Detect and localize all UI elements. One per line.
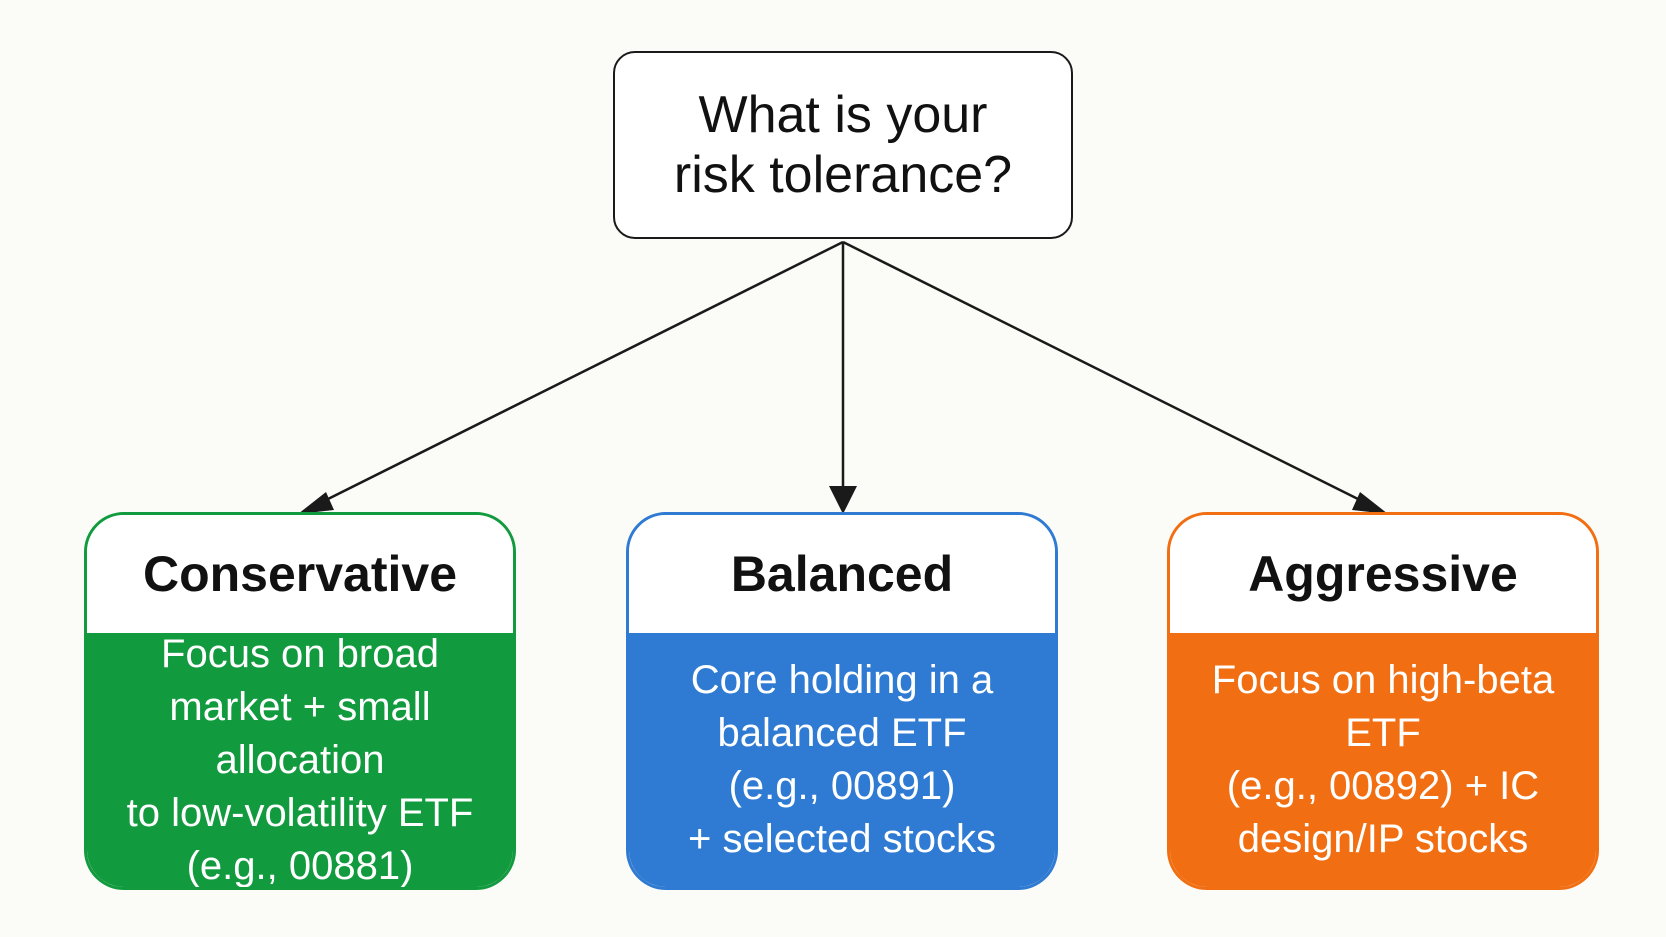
arrow-to-aggressive <box>842 240 1377 510</box>
balanced-card-body: Core holding in a balanced ETF (e.g., 00… <box>629 633 1055 887</box>
arrowhead-balanced <box>829 486 857 514</box>
balanced-card-header: Balanced <box>629 515 1055 633</box>
balanced-description: Core holding in a balanced ETF (e.g., 00… <box>688 658 996 861</box>
risk-tolerance-question-node: What is your risk tolerance? <box>613 51 1073 239</box>
arrow-to-conservative <box>309 240 844 510</box>
arrowhead-aggressive <box>1352 492 1388 514</box>
aggressive-description: Focus on high-beta ETF (e.g., 00892) + I… <box>1211 658 1555 861</box>
conservative-card-header: Conservative <box>87 515 513 633</box>
aggressive-title: Aggressive <box>1248 546 1518 602</box>
conservative-description: Focus on broad market + small allocation… <box>126 631 474 888</box>
aggressive-card-header: Aggressive <box>1170 515 1596 633</box>
conservative-title: Conservative <box>142 546 458 602</box>
conservative-card: Conservative Focus on broad market + sma… <box>84 512 516 890</box>
aggressive-card-body: Focus on high-beta ETF (e.g., 00892) + I… <box>1170 633 1596 887</box>
balanced-card: Balanced Core holding in a balanced ETF … <box>626 512 1058 890</box>
conservative-card-body: Focus on broad market + small allocation… <box>87 632 513 887</box>
question-text: What is your risk tolerance? <box>673 86 1013 204</box>
aggressive-card: Aggressive Focus on high-beta ETF (e.g.,… <box>1167 512 1599 890</box>
balanced-title: Balanced <box>730 546 954 602</box>
arrowhead-conservative <box>298 492 334 514</box>
